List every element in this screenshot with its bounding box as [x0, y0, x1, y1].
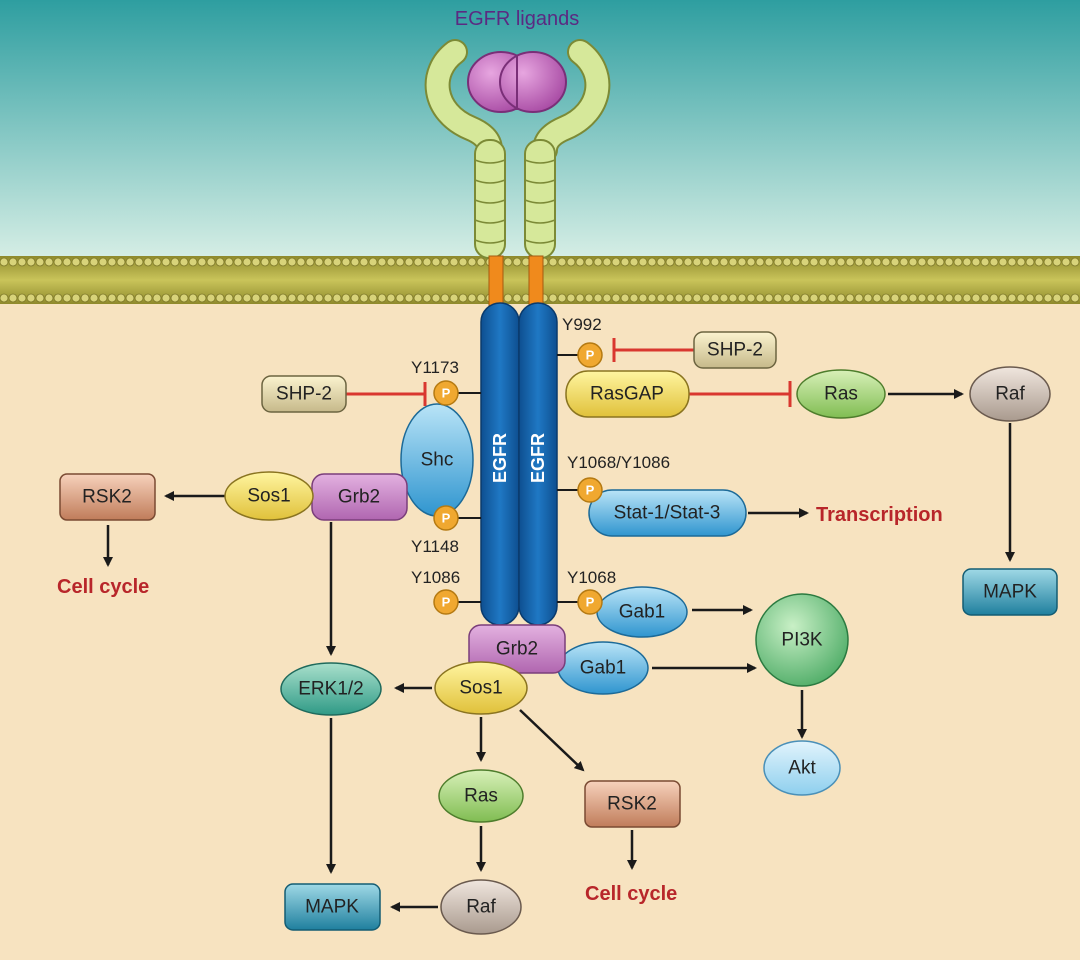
svg-text:P: P [586, 483, 595, 498]
svg-text:P: P [442, 595, 451, 610]
pi3k-node: PI3K [755, 593, 849, 687]
gab1-top-node: Gab1 [596, 586, 688, 638]
svg-text:Ras: Ras [464, 786, 498, 807]
egfr-ligand-dimer [467, 51, 567, 113]
site-y1068-y1086: Y1068/Y1086 [567, 453, 670, 472]
akt-node: Akt [763, 740, 841, 796]
sos1-center-node: Sos1 [434, 661, 528, 715]
phospho-y992: P [577, 342, 603, 368]
erk-node: ERK1/2 [280, 662, 382, 716]
shp2-right-node: SHP-2 [693, 331, 777, 369]
svg-text:SHP-2: SHP-2 [276, 384, 332, 405]
ras-bottom-node: Ras [438, 769, 524, 823]
extracellular-domain-right [524, 39, 611, 259]
egfr-right-label: EGFR [528, 433, 548, 483]
phospho-y1173: P [433, 380, 459, 406]
svg-text:P: P [586, 595, 595, 610]
svg-text:Raf: Raf [995, 384, 1025, 405]
mapk-right-node: MAPK [962, 568, 1058, 616]
inhibition-lines [346, 338, 792, 407]
svg-text:P: P [586, 348, 595, 363]
raf-top-node: Raf [969, 366, 1051, 422]
svg-text:ERK1/2: ERK1/2 [298, 679, 363, 700]
svg-text:Akt: Akt [788, 758, 816, 779]
cell-membrane [0, 256, 1080, 304]
output-cell-cycle-bottom: Cell cycle [585, 883, 677, 905]
svg-text:MAPK: MAPK [305, 897, 359, 918]
transmembrane-right [528, 255, 544, 307]
svg-text:SHP-2: SHP-2 [707, 340, 763, 361]
stat-node: Stat-1/Stat-3 [588, 489, 747, 537]
shc-node: Shc [400, 403, 474, 517]
egfr-left-label: EGFR [490, 433, 510, 483]
svg-text:Raf: Raf [466, 897, 496, 918]
svg-text:Shc: Shc [421, 450, 454, 471]
svg-text:P: P [442, 386, 451, 401]
phospho-sites: P P P P P P [433, 342, 603, 615]
svg-text:RSK2: RSK2 [82, 487, 132, 508]
rsk2-bottom-node: RSK2 [584, 780, 681, 828]
svg-text:PI3K: PI3K [781, 630, 823, 651]
output-transcription: Transcription [816, 504, 943, 526]
phospho-y1086: P [433, 589, 459, 615]
activation-arrows [103, 389, 1015, 912]
raf-bottom-node: Raf [440, 879, 522, 935]
svg-text:Grb2: Grb2 [496, 639, 538, 660]
svg-text:Stat-1/Stat-3: Stat-1/Stat-3 [614, 503, 721, 524]
svg-text:Sos1: Sos1 [459, 678, 502, 699]
svg-text:P: P [442, 511, 451, 526]
svg-text:Grb2: Grb2 [338, 487, 380, 508]
phospho-y1148: P [433, 505, 459, 531]
rsk2-left-node: RSK2 [59, 473, 156, 521]
site-y1148: Y1148 [411, 537, 459, 556]
svg-text:Gab1: Gab1 [619, 602, 665, 623]
phospho-y1068-y1086: P [577, 477, 603, 503]
site-y1068: Y1068 [567, 568, 616, 587]
phospho-connectors [458, 354, 580, 603]
grb2-center-node: Grb2 [468, 624, 566, 674]
svg-text:Sos1: Sos1 [247, 486, 290, 507]
site-y992: Y992 [562, 315, 602, 334]
phospho-y1068: P [577, 589, 603, 615]
svg-text:MAPK: MAPK [983, 582, 1037, 603]
svg-text:RasGAP: RasGAP [590, 384, 664, 405]
mapk-bottom-node: MAPK [284, 883, 381, 931]
sos1-left-node: Sos1 [224, 471, 314, 521]
ligand-label: EGFR ligands [455, 8, 580, 30]
extracellular-domain-left [424, 39, 506, 259]
ras-top-node: Ras [796, 369, 886, 419]
output-cell-cycle-left: Cell cycle [57, 576, 149, 598]
svg-text:Ras: Ras [824, 384, 858, 405]
shp2-left-node: SHP-2 [261, 375, 347, 413]
svg-text:RSK2: RSK2 [607, 794, 657, 815]
site-y1086: Y1086 [411, 568, 460, 587]
svg-text:Gab1: Gab1 [580, 658, 626, 679]
grb2-left-node: Grb2 [311, 473, 408, 521]
rasgap-node: RasGAP [565, 370, 690, 418]
transmembrane-left [488, 255, 504, 307]
site-y1173: Y1173 [411, 358, 459, 377]
gab1-bottom-node: Gab1 [557, 641, 649, 695]
